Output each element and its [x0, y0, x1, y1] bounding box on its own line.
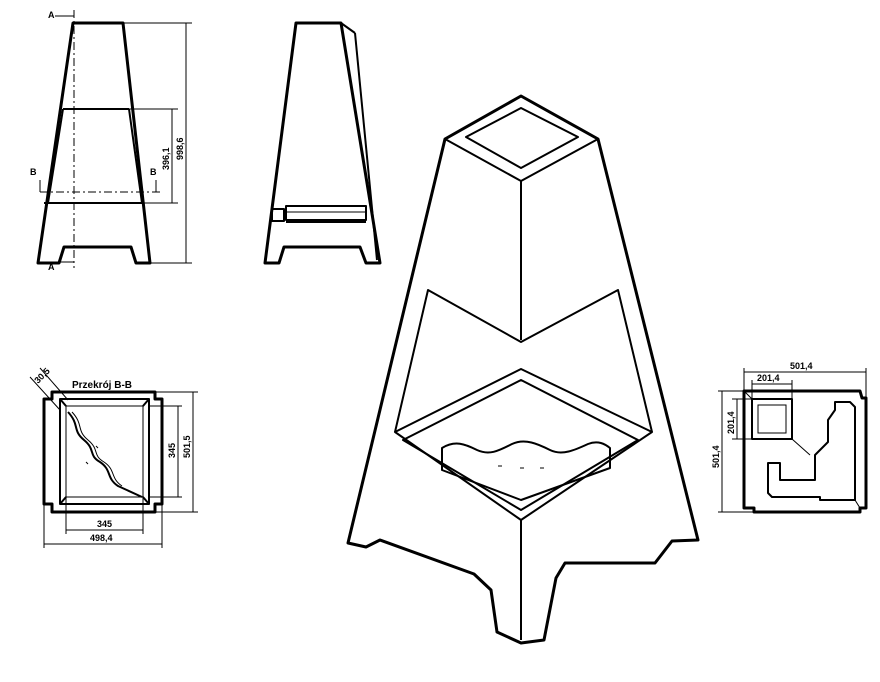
dim-wall-thickness: 30,5 — [32, 366, 51, 385]
dim-inner-width: 345 — [97, 519, 112, 529]
dim-opening-height: 396,1 — [161, 147, 171, 170]
side-view — [263, 21, 382, 265]
dim-top-inner-depth: 201,4 — [726, 411, 736, 434]
dim-inner-depth: 345 — [167, 443, 177, 458]
top-view: 501,4 201,4 201,4 501,4 — [711, 361, 868, 514]
dim-total-height: 998,6 — [175, 137, 185, 160]
dim-outer-depth: 501,5 — [182, 435, 192, 458]
section-a-bottom-label: A — [48, 262, 55, 272]
dim-outer-width: 498,4 — [90, 533, 113, 543]
isometric-view — [346, 94, 700, 645]
section-a-top-label: A — [48, 10, 55, 20]
front-view: A A B B 998,6 396,1 — [30, 10, 192, 272]
section-b-left-label: B — [30, 167, 37, 177]
section-title: Przekrój B-B — [72, 380, 132, 391]
section-bb-view: Przekrój B-B 30,5 501,5 345 345 498,4 — [29, 366, 198, 548]
dim-top-outer-width: 501,4 — [790, 361, 813, 371]
dim-top-inner-width: 201,4 — [757, 373, 780, 383]
section-b-right-label: B — [150, 167, 157, 177]
dim-top-outer-depth: 501,4 — [711, 445, 721, 468]
